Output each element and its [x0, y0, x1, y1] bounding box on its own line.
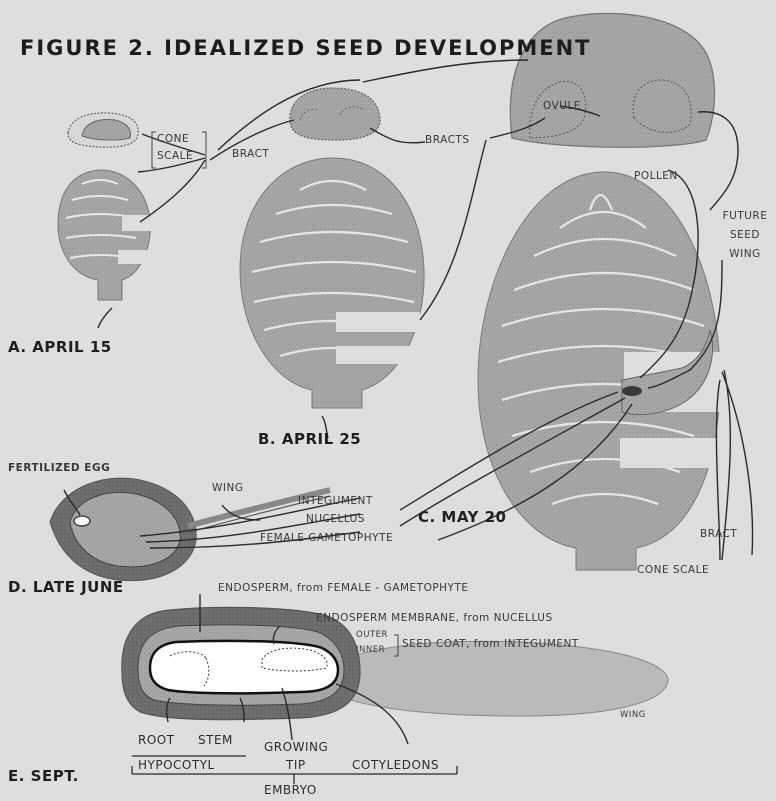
label-endosperm: ENDOSPERM, from FEMALE - GAMETOPHYTE: [218, 582, 469, 594]
label-bract-c: BRACT: [700, 528, 737, 540]
stage-c-cone-scale: [510, 13, 714, 147]
label-hypocotyl: HYPOCOTYL: [138, 758, 215, 772]
stage-a-cone-scale: [68, 113, 138, 147]
label-stem: STEM: [198, 733, 233, 747]
label-embryo: EMBRYO: [264, 783, 317, 797]
label-cone-scale-c: CONE SCALE: [637, 564, 709, 576]
label-growing: GROWING: [264, 740, 328, 754]
label-pollen: POLLEN: [634, 170, 678, 182]
label-bract: BRACT: [232, 148, 269, 160]
figure-title: FIGURE 2. IDEALIZED SEED DEVELOPMENT: [20, 36, 591, 60]
stage-label-b: B. APRIL 25: [258, 430, 361, 448]
label-wing: WING: [716, 248, 774, 260]
label-root: ROOT: [138, 733, 175, 747]
stage-b-cone: [240, 158, 424, 408]
label-fertilized-egg: FERTILIZED EGG: [8, 462, 110, 474]
stage-a-cone: [58, 170, 152, 300]
label-ovule: OVULE: [543, 100, 581, 112]
stage-label-e: E. SEPT.: [8, 767, 79, 785]
label-nucellus: NUCELLUS: [306, 513, 365, 525]
label-seed-coat: SEED COAT, from INTEGUMENT: [402, 638, 579, 650]
label-scale: SCALE: [157, 150, 193, 162]
stage-e-seed: [122, 607, 668, 719]
label-female-gametophyte: FEMALE GAMETOPHYTE: [260, 532, 393, 544]
label-endosperm-membrane: ENDOSPERM MEMBRANE, from NUCELLUS: [316, 612, 553, 624]
label-inner: INNER: [356, 645, 385, 655]
label-seed: SEED: [716, 229, 774, 241]
label-outer: OUTER: [356, 630, 388, 640]
label-wing-d: WING: [212, 482, 243, 494]
label-wing-e: WING: [620, 710, 646, 720]
label-future: FUTURE: [716, 210, 774, 222]
label-bracts: BRACTS: [425, 134, 469, 146]
stage-label-c: C. MAY 20: [418, 508, 507, 526]
stage-b-cone-scale: [290, 88, 380, 140]
stage-label-d: D. LATE JUNE: [8, 578, 124, 596]
stage-d-ovule: [50, 478, 330, 581]
label-tip: TIP: [286, 758, 306, 772]
label-integument: INTEGUMENT: [298, 495, 373, 507]
label-cone: CONE: [157, 133, 189, 145]
label-cotyledons: COTYLEDONS: [352, 758, 439, 772]
stage-label-a: A. APRIL 15: [8, 338, 112, 356]
